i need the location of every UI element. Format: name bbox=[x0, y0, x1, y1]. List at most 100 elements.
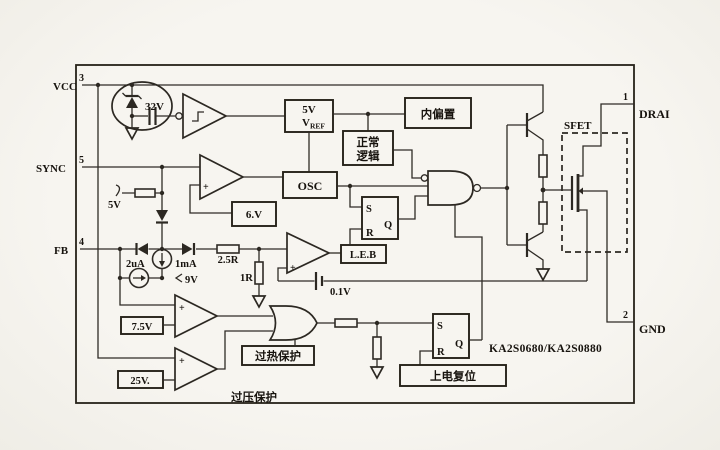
pin-vcc-number: 3 bbox=[79, 73, 84, 84]
pin-gnd-number: 2 bbox=[623, 310, 628, 321]
normal-logic-block: 正常 逻辑 bbox=[342, 130, 421, 179]
zener-wings bbox=[122, 92, 142, 100]
sync-comparator: + 6.V bbox=[189, 153, 283, 227]
ref-7v5-label: 7.5V bbox=[132, 322, 153, 333]
input-bubble-icon bbox=[420, 174, 429, 182]
latch1-s-wire bbox=[349, 186, 362, 208]
latch-r-label: R bbox=[437, 347, 445, 358]
driver-resistor-lower bbox=[538, 201, 548, 225]
osc-block: OSC bbox=[282, 171, 428, 199]
latch-q-label: Q bbox=[455, 339, 463, 350]
comp-25v-triangle bbox=[174, 346, 219, 392]
pwm-sense-lead bbox=[277, 267, 287, 281]
por-box bbox=[399, 364, 507, 387]
ref6-label: 6.V bbox=[246, 209, 262, 221]
pin-drain-label: DRAI bbox=[639, 107, 670, 121]
latch-s-label: S bbox=[437, 321, 443, 332]
logic-label-top: 正常 bbox=[357, 135, 380, 149]
protection-input-wire bbox=[454, 205, 483, 340]
plus-mark: + bbox=[203, 182, 209, 193]
clamp-5v-label: 5V bbox=[108, 200, 121, 211]
pin-drain-number: 1 bbox=[623, 92, 628, 103]
nine-volt-arrow-icon bbox=[174, 273, 183, 283]
ground-arrow-icon bbox=[369, 366, 385, 380]
pin-sync-label: SYNC bbox=[36, 163, 66, 175]
ground-arrow-icon bbox=[535, 268, 551, 282]
pwm-latch: S R Q bbox=[349, 186, 428, 245]
diode-icon-left bbox=[137, 243, 148, 255]
current-2ua-label: 2uA bbox=[126, 259, 145, 270]
resistor-1r-icon bbox=[254, 261, 264, 285]
fb-network: 2uA 1mA 9V 2.5R 1R bbox=[119, 243, 267, 309]
sync-comp-triangle bbox=[199, 153, 245, 201]
latch-s-label: S bbox=[366, 204, 372, 215]
or-gate bbox=[268, 305, 318, 341]
sync-comp-ref-wire bbox=[189, 184, 232, 214]
pwm-comparator: + 0.1V L.E.B bbox=[277, 231, 587, 298]
sfet-dashed-box bbox=[561, 132, 628, 253]
schmitt-triangle bbox=[182, 92, 228, 140]
pin-fb-number: 4 bbox=[79, 237, 84, 248]
ref6-box bbox=[231, 201, 277, 227]
latch2-box bbox=[432, 313, 470, 359]
drain-wire bbox=[578, 103, 634, 177]
osc-box bbox=[282, 171, 338, 199]
driver-base-wire bbox=[506, 124, 527, 246]
thermal-label: 过热保护 bbox=[255, 349, 301, 363]
ovp-caption: 过压保护 bbox=[231, 390, 277, 404]
leb-box bbox=[340, 244, 387, 264]
pulldown-resistor-icon bbox=[372, 336, 382, 360]
mosfet-sense-source-wire bbox=[578, 209, 588, 281]
resistor-icon bbox=[134, 188, 156, 198]
cs2-arrow-head bbox=[141, 275, 146, 281]
osc-label: OSC bbox=[298, 179, 323, 193]
diode-icon bbox=[156, 210, 168, 221]
leb-label: L.E.B bbox=[350, 250, 376, 261]
pin-vcc-label: VCC bbox=[53, 81, 77, 93]
internal-bias-block: 内偏置 bbox=[404, 97, 472, 129]
nand-gate bbox=[420, 170, 507, 340]
resistor-2r5-label: 2.5R bbox=[218, 255, 239, 266]
gnd-wire bbox=[583, 190, 634, 323]
protection-section: + 7.5V + 25V. 过热保护 S R Q 上电复位 过压保护 bbox=[117, 293, 507, 404]
vref-block: 5V VREF bbox=[284, 99, 405, 172]
logic-label-bottom: 逻辑 bbox=[356, 149, 380, 163]
ground-arrow-icon bbox=[251, 295, 267, 309]
resistor-icon bbox=[334, 318, 358, 328]
fb-monitor-rail bbox=[119, 249, 175, 306]
driver-stage bbox=[506, 111, 572, 282]
vcc-monitor-rail bbox=[97, 85, 175, 359]
zener-diode-icon bbox=[126, 97, 138, 108]
part-number-label: KA2S0680/KA2S0880 bbox=[489, 343, 602, 355]
thermal-box bbox=[241, 345, 315, 366]
logic-box bbox=[342, 130, 394, 166]
driver-resistor-upper bbox=[538, 154, 548, 178]
sfet-label: SFET bbox=[564, 120, 592, 132]
latch1-box bbox=[361, 196, 399, 240]
junction-dots bbox=[95, 82, 546, 326]
por-label: 上电复位 bbox=[430, 369, 476, 383]
plus-mark: + bbox=[179, 303, 185, 314]
vref-label-vref: VREF bbox=[302, 117, 325, 131]
bias-box bbox=[404, 97, 472, 129]
diode-icon-right bbox=[182, 243, 193, 255]
output-bubble-icon bbox=[472, 183, 482, 193]
logic-to-gate-wire bbox=[393, 149, 421, 179]
pin-wires-left bbox=[80, 84, 544, 359]
zener-voltage-label: 32V bbox=[145, 101, 164, 113]
ref-25v-label: 25V. bbox=[130, 376, 150, 387]
ground-arrow-icon bbox=[124, 127, 140, 141]
plus-mark: + bbox=[179, 356, 185, 367]
current-1ma-label: 1mA bbox=[175, 259, 197, 270]
cs1-arrow-head bbox=[159, 261, 165, 267]
highlight-circle bbox=[111, 81, 173, 131]
latch-r-label: R bbox=[366, 228, 374, 239]
capacitor-icon bbox=[148, 107, 157, 125]
hysteresis-icon bbox=[192, 111, 204, 122]
bjt-upper-leads bbox=[526, 111, 544, 155]
pin-sync-number: 5 bbox=[79, 155, 84, 166]
latch1-r-wire bbox=[349, 228, 362, 245]
vcc-zener-clamp bbox=[111, 81, 176, 141]
